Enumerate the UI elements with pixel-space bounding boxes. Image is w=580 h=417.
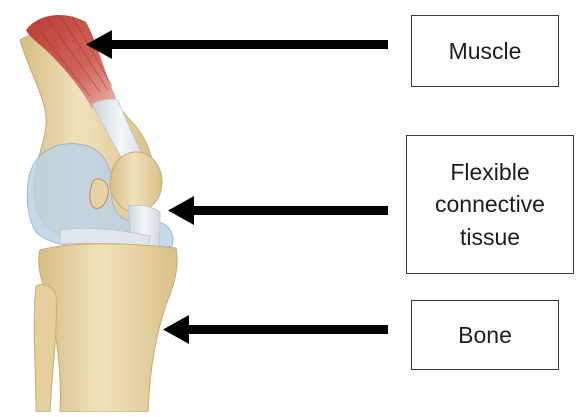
fibula-bone — [34, 284, 56, 412]
muscle-label: Muscle — [449, 35, 522, 67]
bone-label-box: Bone — [411, 300, 559, 370]
arrow-to-connective-tissue — [168, 196, 388, 225]
tibia-bone — [39, 244, 177, 412]
arrow-to-bone — [163, 315, 388, 344]
connective-tissue-label-box: Flexible connective tissue — [406, 135, 574, 274]
muscle-label-box: Muscle — [411, 15, 559, 87]
patella-bone — [110, 152, 162, 212]
connective-tissue-label-line-2: connective — [435, 188, 545, 220]
connective-tissue-label-line-3: tissue — [460, 221, 520, 253]
bone-label: Bone — [458, 319, 512, 351]
arrow-to-muscle — [86, 30, 388, 59]
connective-tissue-label-line-1: Flexible — [450, 156, 529, 188]
